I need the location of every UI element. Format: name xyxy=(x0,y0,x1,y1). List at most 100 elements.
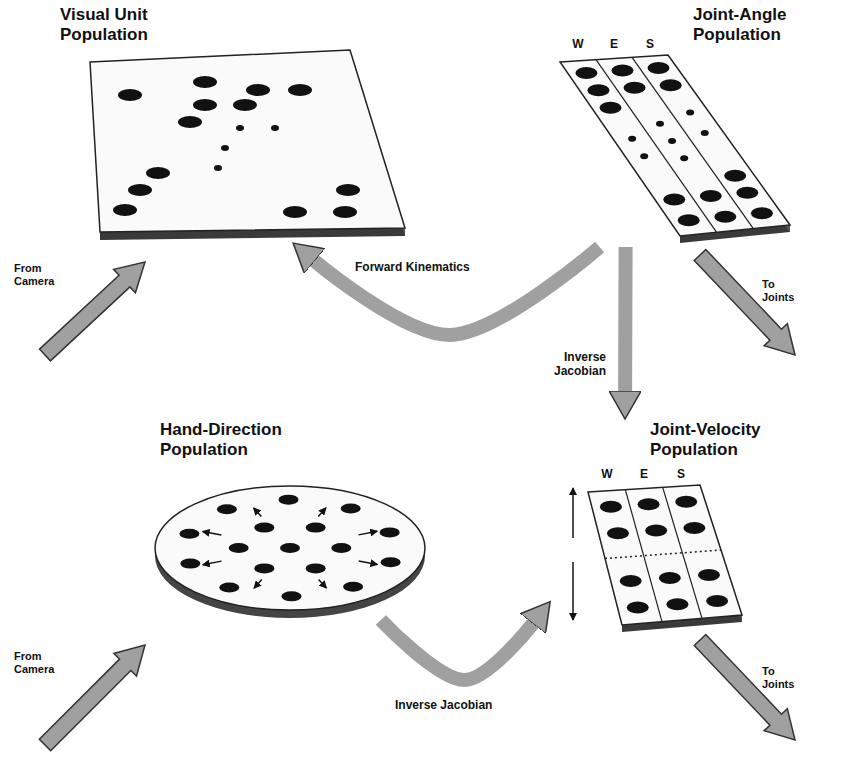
unit-dot xyxy=(283,206,307,218)
transform-arrow xyxy=(314,247,600,335)
direction-arrow xyxy=(319,579,327,588)
direction-arrow xyxy=(254,508,262,517)
unit-dot xyxy=(246,84,270,96)
unit-dot xyxy=(724,170,746,182)
edge-label: Inverse Jacobian xyxy=(392,698,495,714)
unit-dot xyxy=(714,211,736,223)
population-panel: Visual Unit Population xyxy=(55,5,410,247)
text-holder: Joint-Angle Population xyxy=(693,5,805,44)
unit-dot xyxy=(600,501,622,513)
text-holder: Hand-Direction Population xyxy=(160,420,325,459)
unit-dot xyxy=(624,82,646,94)
unit-dot xyxy=(645,525,667,537)
unit-dot xyxy=(683,522,705,534)
unit-dot xyxy=(288,84,312,96)
signal-arrow xyxy=(40,262,145,361)
text-holder: S xyxy=(673,468,689,482)
plate xyxy=(588,485,742,625)
unit-dot xyxy=(279,495,299,505)
unit-dot xyxy=(341,503,361,513)
unit-dot xyxy=(214,165,222,171)
unit-dot xyxy=(193,99,217,111)
direction-arrow xyxy=(359,561,378,565)
population-panel: Joint-Velocity PopulationWES xyxy=(555,420,835,635)
joint-letter: S xyxy=(673,468,689,482)
direction-arrow xyxy=(359,531,378,535)
unit-dot xyxy=(254,523,274,533)
unit-dot xyxy=(587,84,609,96)
unit-dot xyxy=(668,138,676,144)
text-holder: W xyxy=(570,38,586,52)
unit-dot xyxy=(628,136,636,142)
direction-arrow xyxy=(203,561,222,565)
unit-dot xyxy=(229,543,249,553)
unit-dot xyxy=(666,598,688,610)
disk xyxy=(155,486,425,610)
text-holder: E xyxy=(636,468,652,482)
column-divider xyxy=(596,60,717,233)
zero-line xyxy=(605,550,721,559)
unit-dot xyxy=(678,214,700,226)
unit-dot xyxy=(281,591,301,601)
unit-dot xyxy=(336,184,360,196)
signal-arrow xyxy=(39,645,145,751)
transform-arrow xyxy=(381,620,534,680)
joint-letter: S xyxy=(642,38,658,52)
direction-arrow xyxy=(318,508,326,517)
unit-dot xyxy=(178,116,202,128)
unit-dot xyxy=(680,155,688,161)
unit-dot xyxy=(113,204,137,216)
io-label: From Camera xyxy=(14,262,54,287)
unit-dot xyxy=(118,89,142,101)
io-label: To Joints xyxy=(762,665,794,690)
text-holder: Joint-Velocity Population xyxy=(650,420,785,459)
column-divider xyxy=(663,487,702,618)
unit-dot xyxy=(333,206,357,218)
signal-arrow xyxy=(694,634,795,740)
unit-dot xyxy=(627,601,649,613)
direction-arrow xyxy=(254,580,262,589)
label-holder: From Camera xyxy=(14,262,74,287)
population-title: Visual Unit Population xyxy=(60,5,195,44)
label-holder: From Camera xyxy=(14,650,74,675)
population-title: Hand-Direction Population xyxy=(160,420,325,459)
unit-dot xyxy=(599,102,621,114)
unit-dot xyxy=(701,130,709,136)
unit-dot xyxy=(638,498,660,510)
unit-dot xyxy=(656,121,664,127)
unit-dot xyxy=(236,125,244,131)
label-holder: To Joints xyxy=(762,278,822,303)
population-title: Joint-Velocity Population xyxy=(650,420,785,459)
unit-dot xyxy=(193,76,217,88)
unit-dot xyxy=(706,595,728,607)
joint-letter: E xyxy=(636,468,652,482)
sign-arrow xyxy=(572,562,574,620)
unit-dot xyxy=(663,194,685,206)
label-holder: To Joints xyxy=(762,665,822,690)
unit-dot xyxy=(659,572,681,584)
edge-label-holder: Inverse Jacobian xyxy=(392,698,495,714)
edge-label-holder: Forward Kinematics xyxy=(352,260,473,276)
text-holder: S xyxy=(642,38,658,52)
unit-dot xyxy=(343,582,363,592)
transform-arrow xyxy=(618,247,633,392)
unit-dot xyxy=(271,125,279,131)
unit-dot xyxy=(217,504,237,514)
edge-label: Forward Kinematics xyxy=(352,260,473,276)
unit-dot xyxy=(221,145,229,151)
unit-dot xyxy=(306,563,326,573)
unit-dot xyxy=(331,543,351,553)
population-title: Joint-Angle Population xyxy=(693,5,805,44)
unit-dot xyxy=(254,563,274,573)
unit-dot xyxy=(607,527,629,539)
unit-dot xyxy=(128,184,152,196)
unit-dot xyxy=(381,557,401,567)
text-holder: Visual Unit Population xyxy=(60,5,195,44)
plate xyxy=(90,50,405,232)
unit-dot xyxy=(611,65,633,77)
unit-dot xyxy=(280,543,300,553)
edge-label: Inverse Jacobian xyxy=(541,350,609,380)
unit-dot xyxy=(380,527,400,537)
unit-dot xyxy=(660,79,682,91)
